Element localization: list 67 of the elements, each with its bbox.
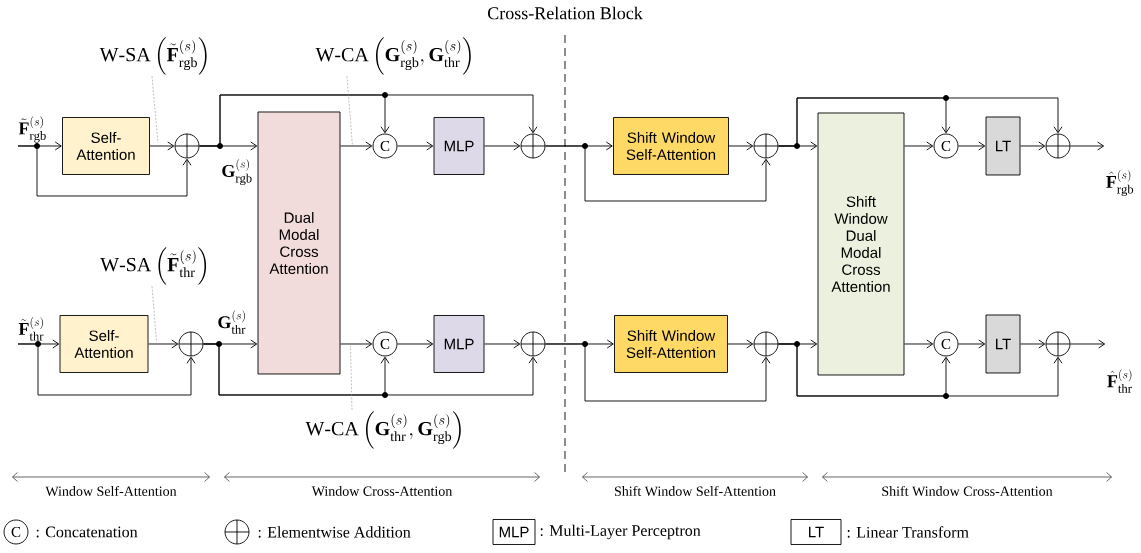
arrow <box>340 339 373 349</box>
arrow <box>958 339 986 349</box>
attention-block: Shift Window Dual Modal Cross Attention <box>817 112 905 376</box>
arrow <box>545 343 771 402</box>
arrow <box>904 339 934 349</box>
input-label: $\tilde{\mathbf{F}}^{(s)}_{\mathrm{thr}}$ <box>18 316 44 341</box>
attention-block: Shift Window Self-Attention <box>613 117 729 175</box>
attention-block: Self-Attention <box>62 117 150 175</box>
output-label: $\hat{\mathbf{F}}^{(s)}_{\mathrm{thr}}$ <box>1107 369 1132 393</box>
formula-annotation: $\mathrm{W\text{-}SA}\left(\tilde{\mathbf{F}}^{(s)}_{\mathrm{rgb}}\right)$ <box>99 37 207 75</box>
addition-symbol <box>1045 133 1071 159</box>
signal-label: $\mathbf{G}^{(s)}_{\mathrm{rgb}}$ <box>222 158 252 186</box>
arrow <box>397 339 434 349</box>
attention-block: Shift Window Self-Attention <box>614 315 728 373</box>
arrow <box>904 141 934 151</box>
addition-symbol <box>178 331 204 357</box>
leader-line <box>350 345 353 411</box>
arrow <box>199 94 538 147</box>
title: Cross-Relation Block <box>488 6 643 20</box>
addition-symbol <box>174 133 200 159</box>
arrow <box>1070 339 1106 349</box>
arrow <box>484 141 521 151</box>
arrow <box>17 145 192 197</box>
formula-annotation: $\mathrm{W\text{-}CA}\left(\mathbf{G}^{(s)}_{\mathrm{rgb}},\mathbf{G}^{(s)}_{\mathrm{thr}}\right)$ <box>315 37 471 75</box>
attention-block: Dual Modal Cross Attention <box>257 111 341 375</box>
input-label: $\tilde{\mathbf{F}}^{(s)}_{\mathrm{rgb}}$ <box>18 116 46 143</box>
arrow <box>340 141 373 151</box>
arrow <box>397 141 434 151</box>
section-label: Window Cross-Attention <box>311 486 453 496</box>
addition-symbol <box>753 331 779 357</box>
section-label: Window Self-Attention <box>45 485 177 497</box>
arrow <box>1020 339 1046 349</box>
leader-line <box>151 285 157 342</box>
arrow <box>17 343 196 396</box>
legend-text: : Linear Transform <box>847 526 969 538</box>
attention-block: Self-Attention <box>59 315 149 373</box>
section-label: Shift Window Self-Attention <box>614 485 776 497</box>
legend-text: : Concatenation <box>36 526 138 538</box>
mlp-block: MLP <box>433 315 485 373</box>
mlp-block: MLP <box>433 117 485 175</box>
output-label: $\hat{\mathbf{F}}^{(s)}_{\mathrm{rgb}}$ <box>1106 169 1134 197</box>
arrow <box>148 339 179 349</box>
arrow <box>545 145 771 202</box>
arrow <box>778 343 1063 397</box>
transform-block: LT <box>985 116 1021 176</box>
arrow <box>778 97 1063 147</box>
section-label: Shift Window Cross-Attention <box>882 485 1053 497</box>
addition-symbol <box>520 331 546 357</box>
arrow <box>149 141 175 151</box>
addition-symbol <box>520 133 546 159</box>
arrow <box>484 339 521 349</box>
arrow <box>1070 141 1105 151</box>
signal-label: $\mathbf{G}^{(s)}_{\mathrm{thr}}$ <box>218 310 246 334</box>
addition-symbol <box>1045 331 1071 357</box>
leader-line <box>151 75 159 144</box>
legend-text: : Multi-Layer Perceptron <box>540 524 701 540</box>
leader-line <box>346 75 353 147</box>
formula-annotation: $\mathrm{W\text{-}CA}\left(\mathbf{G}^{(s)}_{\mathrm{thr}},\mathbf{G}^{(s)}_{\mathrm{rgb}}\right)$ <box>305 411 461 449</box>
arrow <box>728 141 754 151</box>
addition-symbol <box>753 133 779 159</box>
arrow <box>203 343 538 396</box>
arrow <box>958 141 986 151</box>
legend-text: : Elementwise Addition <box>258 526 411 538</box>
arrow <box>1020 141 1046 151</box>
transform-block: LT <box>985 314 1021 374</box>
formula-annotation: $\mathrm{W\text{-}SA}\left(\tilde{\mathbf{F}}^{(s)}_{\mathrm{thr}}\right)$ <box>100 247 207 285</box>
arrow <box>727 339 754 349</box>
